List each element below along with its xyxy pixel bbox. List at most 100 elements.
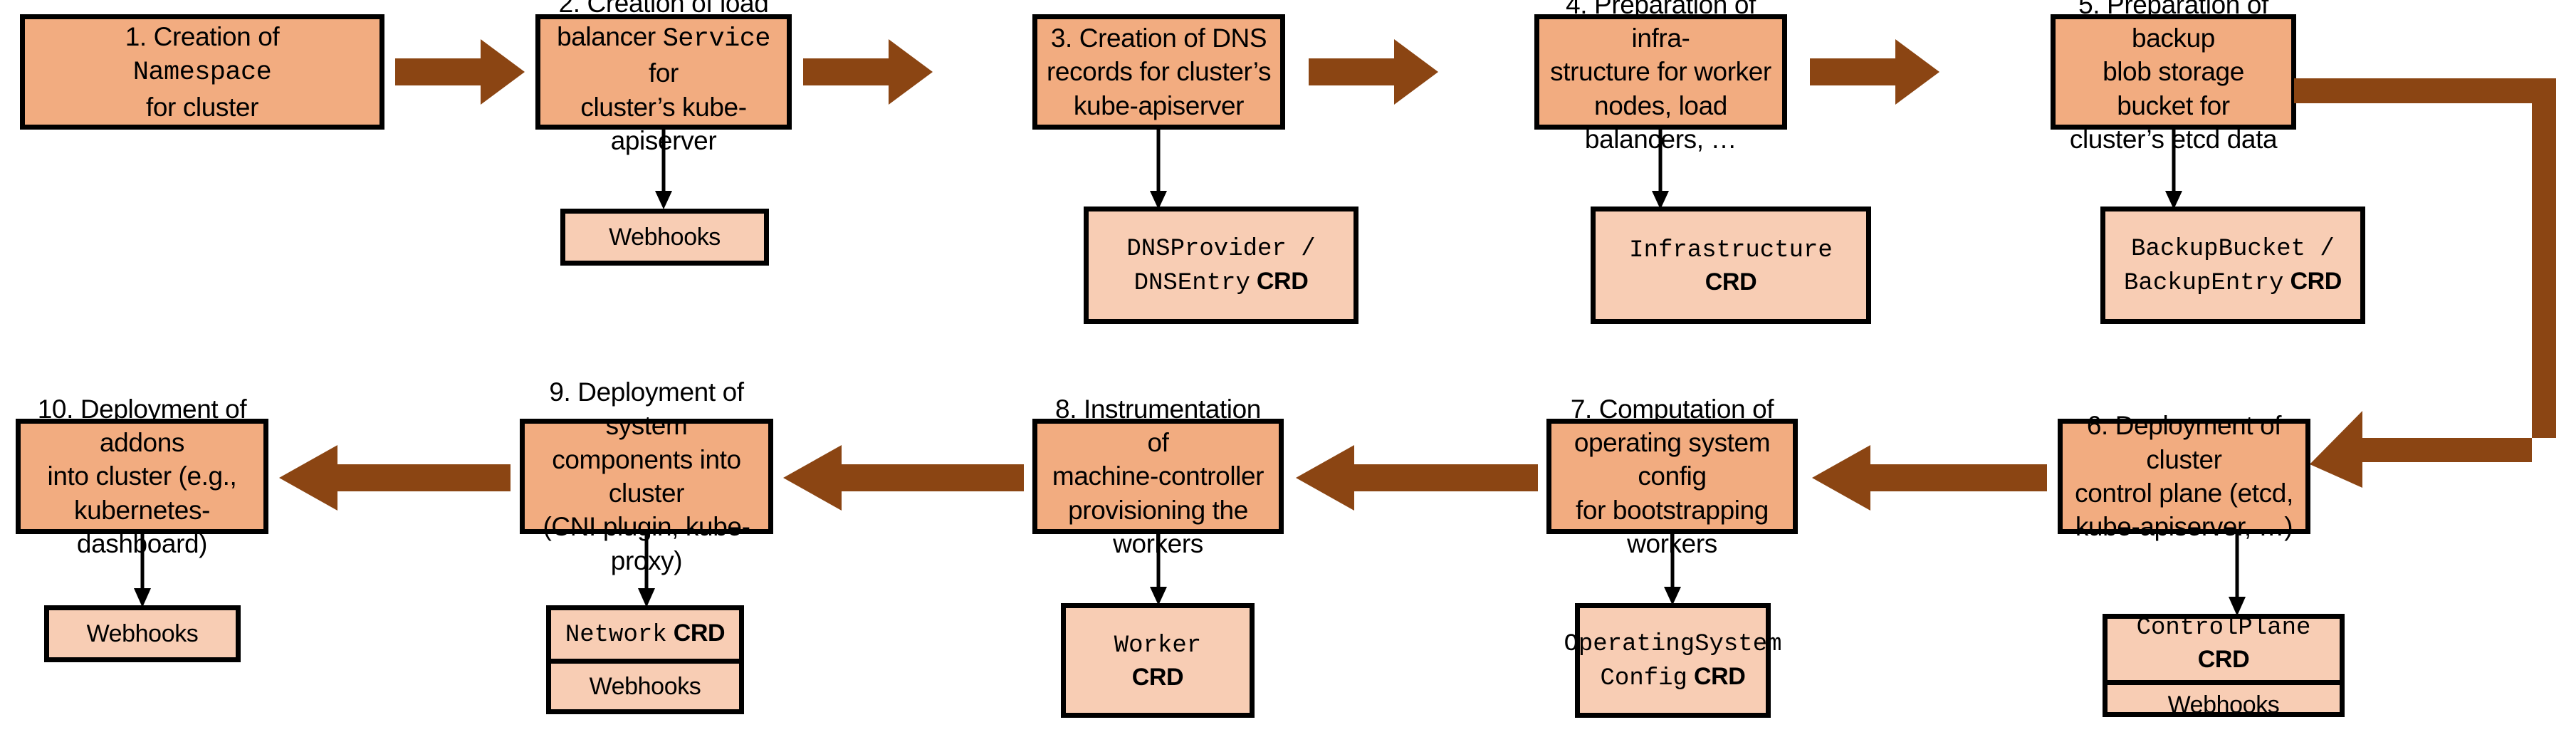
step-2-line-2-a: balancer (557, 21, 663, 51)
step-7-line-1: 7. Computation of (1570, 394, 1774, 424)
controlplane-kind: ControlPlane (2136, 615, 2311, 642)
step-box-4[interactable]: 4. Preparation of infra-structure for wo… (1534, 0, 1787, 154)
crd-label-5: CRD (2283, 267, 2342, 295)
connector-step-10-to-artifact (128, 534, 157, 607)
dnsprovider-kind: DNSProvider (1126, 236, 1287, 263)
artifact-box-step-10[interactable]: Webhooks (44, 605, 241, 662)
arrow-step-3-to-step-4 (1309, 39, 1438, 105)
crd-label-4: CRD (1705, 268, 1757, 296)
crd-label-9: CRD (666, 620, 726, 647)
step-10-line-1: 10. Deployment of addons (37, 394, 247, 457)
connector-step-6-to-artifact (2223, 534, 2251, 616)
artifact-cell-controlplane-crd: ControlPlane CRD (2108, 606, 2340, 679)
artifact-cell-backup-crd: BackupBucket / BackupEntry CRD (2105, 211, 2360, 319)
step-6-line-2: control plane (etcd, (2075, 479, 2293, 508)
artifact-box-step-6[interactable]: ControlPlane CRD Webhooks (2103, 614, 2345, 719)
step-5-line-2: blob storage bucket for (2103, 57, 2244, 120)
arrow-step-7-to-step-8 (1296, 445, 1538, 511)
operatingsystem-kind-line-1: OperatingSystem (1564, 631, 1782, 659)
step-1-line-3: for cluster (145, 92, 259, 122)
crd-label-7: CRD (1687, 662, 1746, 690)
step-box-6[interactable]: 6. Deployment of cluster control plane (e… (2058, 411, 2310, 541)
slash-2: / (2305, 236, 2335, 263)
step-4-line-2: structure for worker (1550, 57, 1771, 87)
step-10-line-2: into cluster (e.g., (47, 461, 237, 491)
artifact-cell-webhooks-9: Webhooks (551, 658, 739, 710)
crd-label-3: CRD (1250, 267, 1309, 295)
artifact-text-controlplane: ControlPlane CRD (2112, 610, 2335, 675)
connector-step-9-to-artifact (632, 534, 661, 607)
artifact-text-dns: DNSProvider / DNSEntry CRD (1126, 231, 1315, 298)
connector-step-3-to-artifact (1144, 130, 1173, 209)
step-10-line-3: kubernetes-dashboard) (74, 495, 210, 559)
crd-label-6: CRD (2197, 646, 2250, 674)
step-3-line-3: kube-apiserver (1073, 90, 1245, 120)
connector-step-4-to-artifact (1646, 130, 1675, 209)
step-8-line-3: provisioning the workers (1068, 495, 1248, 558)
step-4-line-1: 4. Preparation of infra- (1566, 0, 1756, 53)
arrow-step-5-to-step-6 (2294, 39, 2576, 488)
artifact-box-step-3[interactable]: DNSProvider / DNSEntry CRD (1084, 207, 1358, 324)
artifact-cell-webhooks-6: Webhooks (2108, 679, 2340, 725)
artifact-cell-dns-crd: DNSProvider / DNSEntry CRD (1089, 211, 1354, 319)
artifact-box-step-2[interactable]: Webhooks (560, 209, 769, 266)
step-6-text: 6. Deployment of cluster control plane (e… (2068, 409, 2300, 543)
connector-step-7-to-artifact (1658, 534, 1687, 605)
network-kind: Network (565, 622, 667, 649)
artifact-box-step-9[interactable]: Network CRD Webhooks (546, 605, 744, 714)
step-1-line-1: 1. Creation of (125, 21, 280, 51)
dnsentry-kind: DNSEntry (1133, 269, 1250, 297)
step-2-line-1: 2. Creation of load (558, 0, 769, 18)
step-box-10[interactable]: 10. Deployment of addons into cluster (e.… (16, 394, 268, 558)
operatingsystem-kind-line-2: Config (1600, 664, 1687, 692)
crd-label-8: CRD (1131, 664, 1184, 691)
arrow-step-4-to-step-5 (1810, 39, 1939, 105)
step-6-line-1: 6. Deployment of cluster (2086, 411, 2282, 474)
artifact-cell-network-crd: Network CRD (551, 610, 739, 659)
service-kind: Service (662, 23, 771, 54)
webhooks-label-10: Webhooks (86, 620, 199, 647)
artifact-cell-webhooks-2: Webhooks (565, 214, 764, 261)
step-6-line-3: kube-apiserver, …) (2075, 512, 2293, 542)
step-9-line-1: 9. Deployment of system (549, 377, 744, 441)
connector-step-8-to-artifact (1144, 534, 1173, 605)
arrow-step-8-to-step-9 (783, 445, 1024, 511)
step-5-line-1: 5. Preparation of backup (2078, 0, 2268, 53)
artifact-box-step-5[interactable]: BackupBucket / BackupEntry CRD (2100, 207, 2365, 324)
arrow-step-6-to-step-7 (1812, 445, 2047, 511)
step-3-line-2: records for cluster’s (1046, 57, 1272, 87)
step-5-line-3: cluster’s etcd data (2069, 125, 2278, 155)
connector-step-5-to-artifact (2159, 130, 2188, 209)
webhooks-label-6: Webhooks (2167, 691, 2280, 719)
step-3-line-1: 3. Creation of DNS (1050, 23, 1267, 53)
infrastructure-kind: Infrastructure (1629, 236, 1833, 264)
arrow-step-1-to-step-2 (395, 39, 525, 105)
arrow-step-2-to-step-3 (803, 39, 933, 105)
step-4-line-3: nodes, load balancers, … (1584, 90, 1737, 155)
webhooks-label-9: Webhooks (589, 672, 701, 700)
artifact-text-backup: BackupBucket / BackupEntry CRD (2124, 231, 2342, 298)
webhooks-label-2: Webhooks (609, 223, 721, 251)
step-4-text: 4. Preparation of infra-structure for wo… (1545, 0, 1776, 156)
